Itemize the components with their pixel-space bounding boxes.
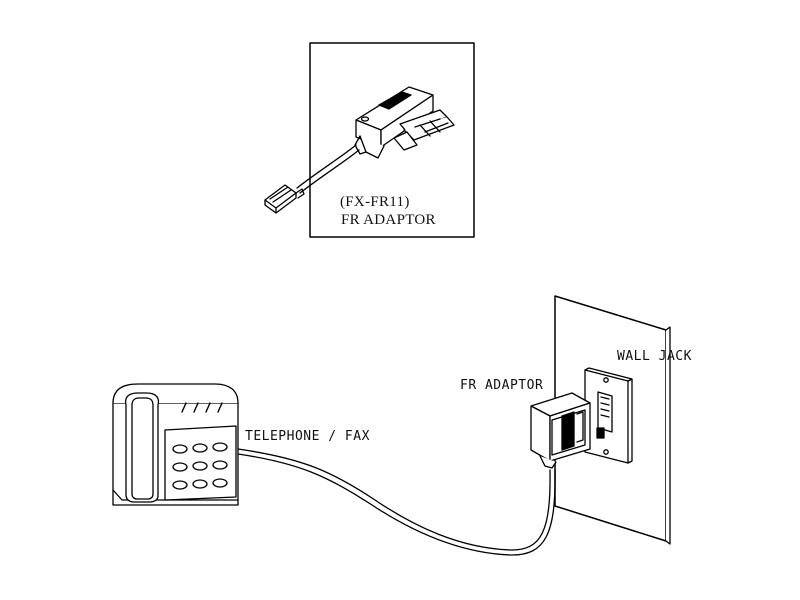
wall-plate-icon bbox=[585, 368, 632, 463]
telephone-fax-label: TELEPHONE / FAX bbox=[245, 429, 370, 444]
fr-adaptor-icon bbox=[531, 393, 590, 468]
wall-jack-label: WALL JACK bbox=[617, 349, 692, 364]
inset-model-label: (FX-FR11) bbox=[340, 194, 410, 210]
phone-cable bbox=[238, 449, 555, 555]
inset-frame bbox=[310, 43, 474, 237]
inset-part-label: FR ADAPTOR bbox=[341, 212, 436, 228]
fr-adaptor-inset-icon bbox=[265, 87, 454, 213]
fr-adaptor-label: FR ADAPTOR bbox=[460, 378, 544, 393]
telephone-fax-icon bbox=[113, 384, 238, 505]
